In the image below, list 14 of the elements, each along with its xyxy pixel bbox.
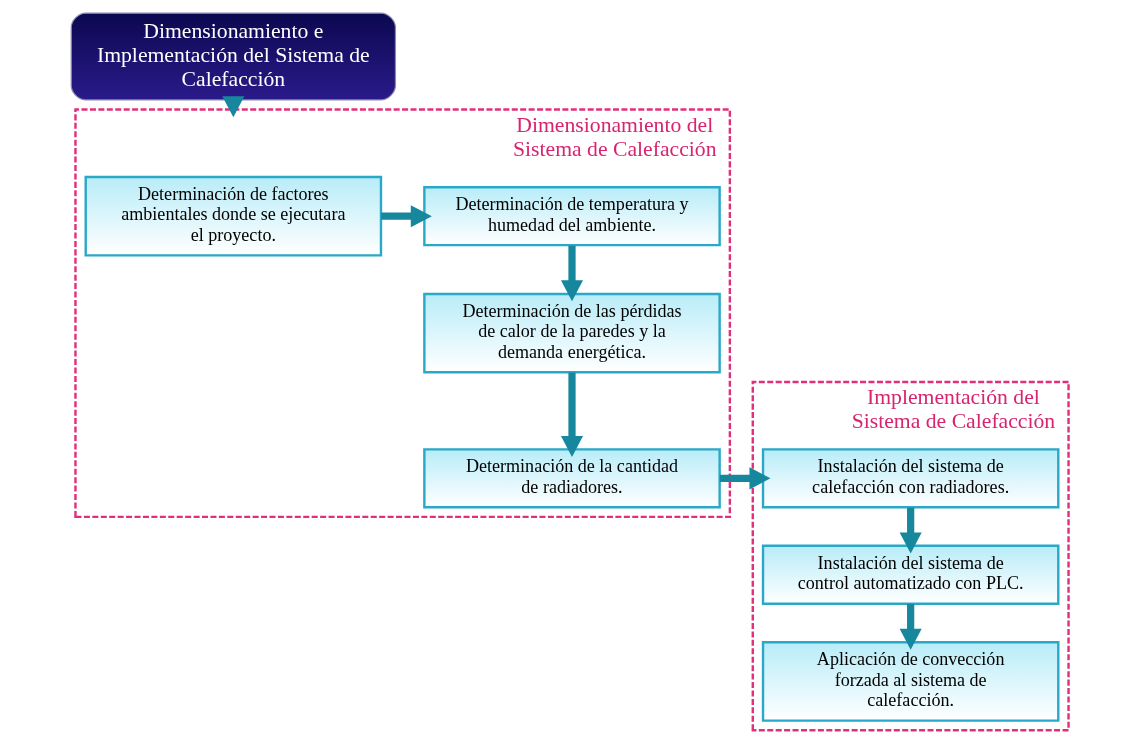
- node-box: Determinación de factores ambientales donde se ejecutara el proyecto.: [84, 175, 382, 257]
- arrow: [719, 467, 770, 490]
- node-box: Instalación del sistema de calefacción con radiadores.: [761, 448, 1059, 509]
- node-box: Determinación de la cantidad de radiadores.: [422, 448, 721, 509]
- arrow: [899, 603, 922, 650]
- arrow: [560, 245, 583, 302]
- node-box: Determinación de temperatura y humedad del ambiente.: [422, 186, 721, 247]
- arrow: [380, 205, 432, 228]
- arrow: [221, 96, 244, 118]
- arrow: [899, 507, 922, 554]
- node-box: Determinación de las pérdidas de calor de la paredes y la demanda energética.: [422, 292, 721, 374]
- node-box: Aplicación de convección forzada al sistema de calefacción.: [761, 641, 1059, 722]
- node-box: Instalación del sistema de control automatizado con PLC.: [761, 544, 1059, 605]
- arrow: [560, 372, 583, 457]
